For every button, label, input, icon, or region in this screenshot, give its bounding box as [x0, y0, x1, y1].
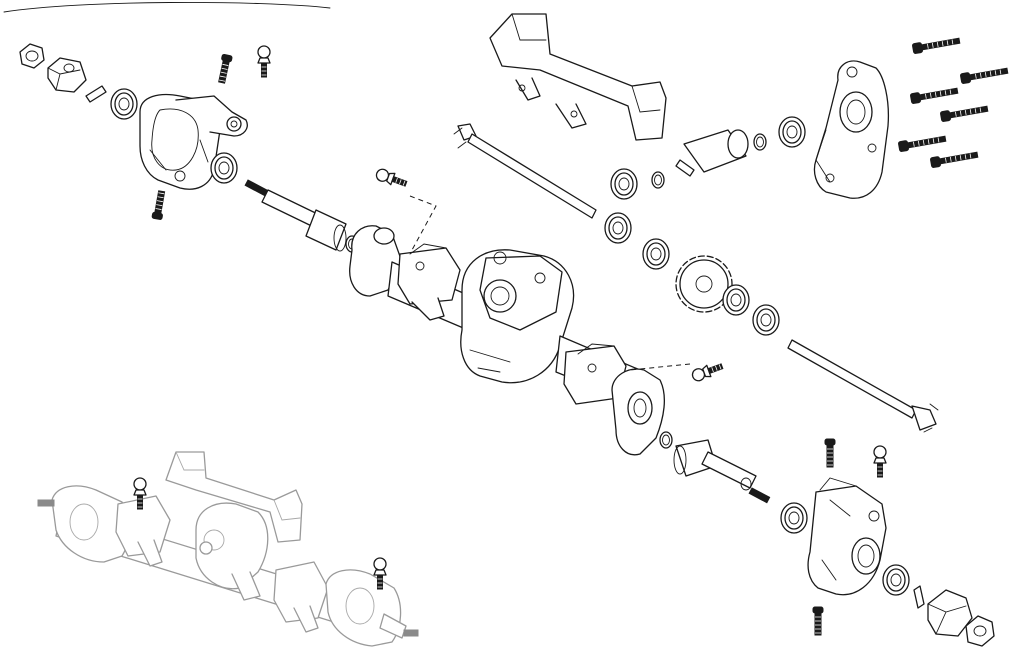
bearing-left-inner	[210, 152, 238, 184]
hex-nut-left	[19, 43, 45, 69]
axle-shaft-left	[244, 179, 347, 252]
bearing-pinion-a	[610, 168, 638, 200]
bearing-spur-b	[642, 238, 670, 270]
wheel-hex-right	[927, 589, 973, 637]
wheel-hex-left	[47, 57, 87, 93]
assembled-axle-preview	[37, 451, 419, 647]
leader-line-right	[629, 363, 691, 371]
hex-nut-right	[965, 615, 995, 647]
shim-pinion-b	[753, 133, 767, 151]
right-knuckle-group	[780, 438, 995, 647]
screw-knuckle-bottom-right	[812, 606, 824, 636]
screw-top-left	[216, 53, 233, 85]
pinion-shaft	[675, 129, 749, 177]
screw-knuckle-bottom-left	[151, 189, 168, 221]
bolt-cover-e	[897, 133, 947, 153]
gear-cover	[813, 60, 890, 199]
page-edge-arc	[3, 1, 331, 13]
bolt-cover-d	[939, 103, 989, 123]
left-knuckle-group	[19, 43, 271, 221]
leader-line-left	[409, 195, 437, 251]
bolt-cover-c	[909, 85, 959, 105]
bearing-right-inner	[780, 502, 808, 534]
bolt-cover-b	[959, 65, 1009, 85]
bolt-cover-f	[929, 149, 979, 169]
bearing-pinion-b	[778, 116, 806, 148]
steering-knuckle-right	[807, 477, 887, 596]
pin-right	[913, 585, 925, 609]
ball-stud-top-left	[257, 45, 271, 78]
ball-stud-housing-left	[374, 166, 409, 191]
bearing-spur-d	[752, 304, 780, 336]
bearing-left-outer	[110, 88, 138, 120]
bearing-right-outer	[882, 564, 910, 596]
ball-stud-housing-right	[690, 359, 725, 384]
drive-shaft-bottom	[787, 339, 939, 433]
bolt-cover-a	[911, 35, 961, 55]
clip-right	[659, 431, 673, 449]
steering-knuckle-left	[139, 93, 248, 190]
drive-shaft-top	[453, 123, 597, 219]
pin-left	[85, 85, 107, 103]
shim-pinion-a	[651, 171, 665, 189]
servo-mount	[489, 13, 667, 141]
axle-housing	[349, 225, 666, 456]
ball-stud-top-right	[873, 445, 887, 478]
bearing-spur-a	[604, 212, 632, 244]
axle-shaft-right	[673, 439, 771, 504]
spur-gear	[675, 255, 733, 313]
bearing-spur-c	[722, 284, 750, 316]
screw-top-right	[824, 438, 836, 468]
